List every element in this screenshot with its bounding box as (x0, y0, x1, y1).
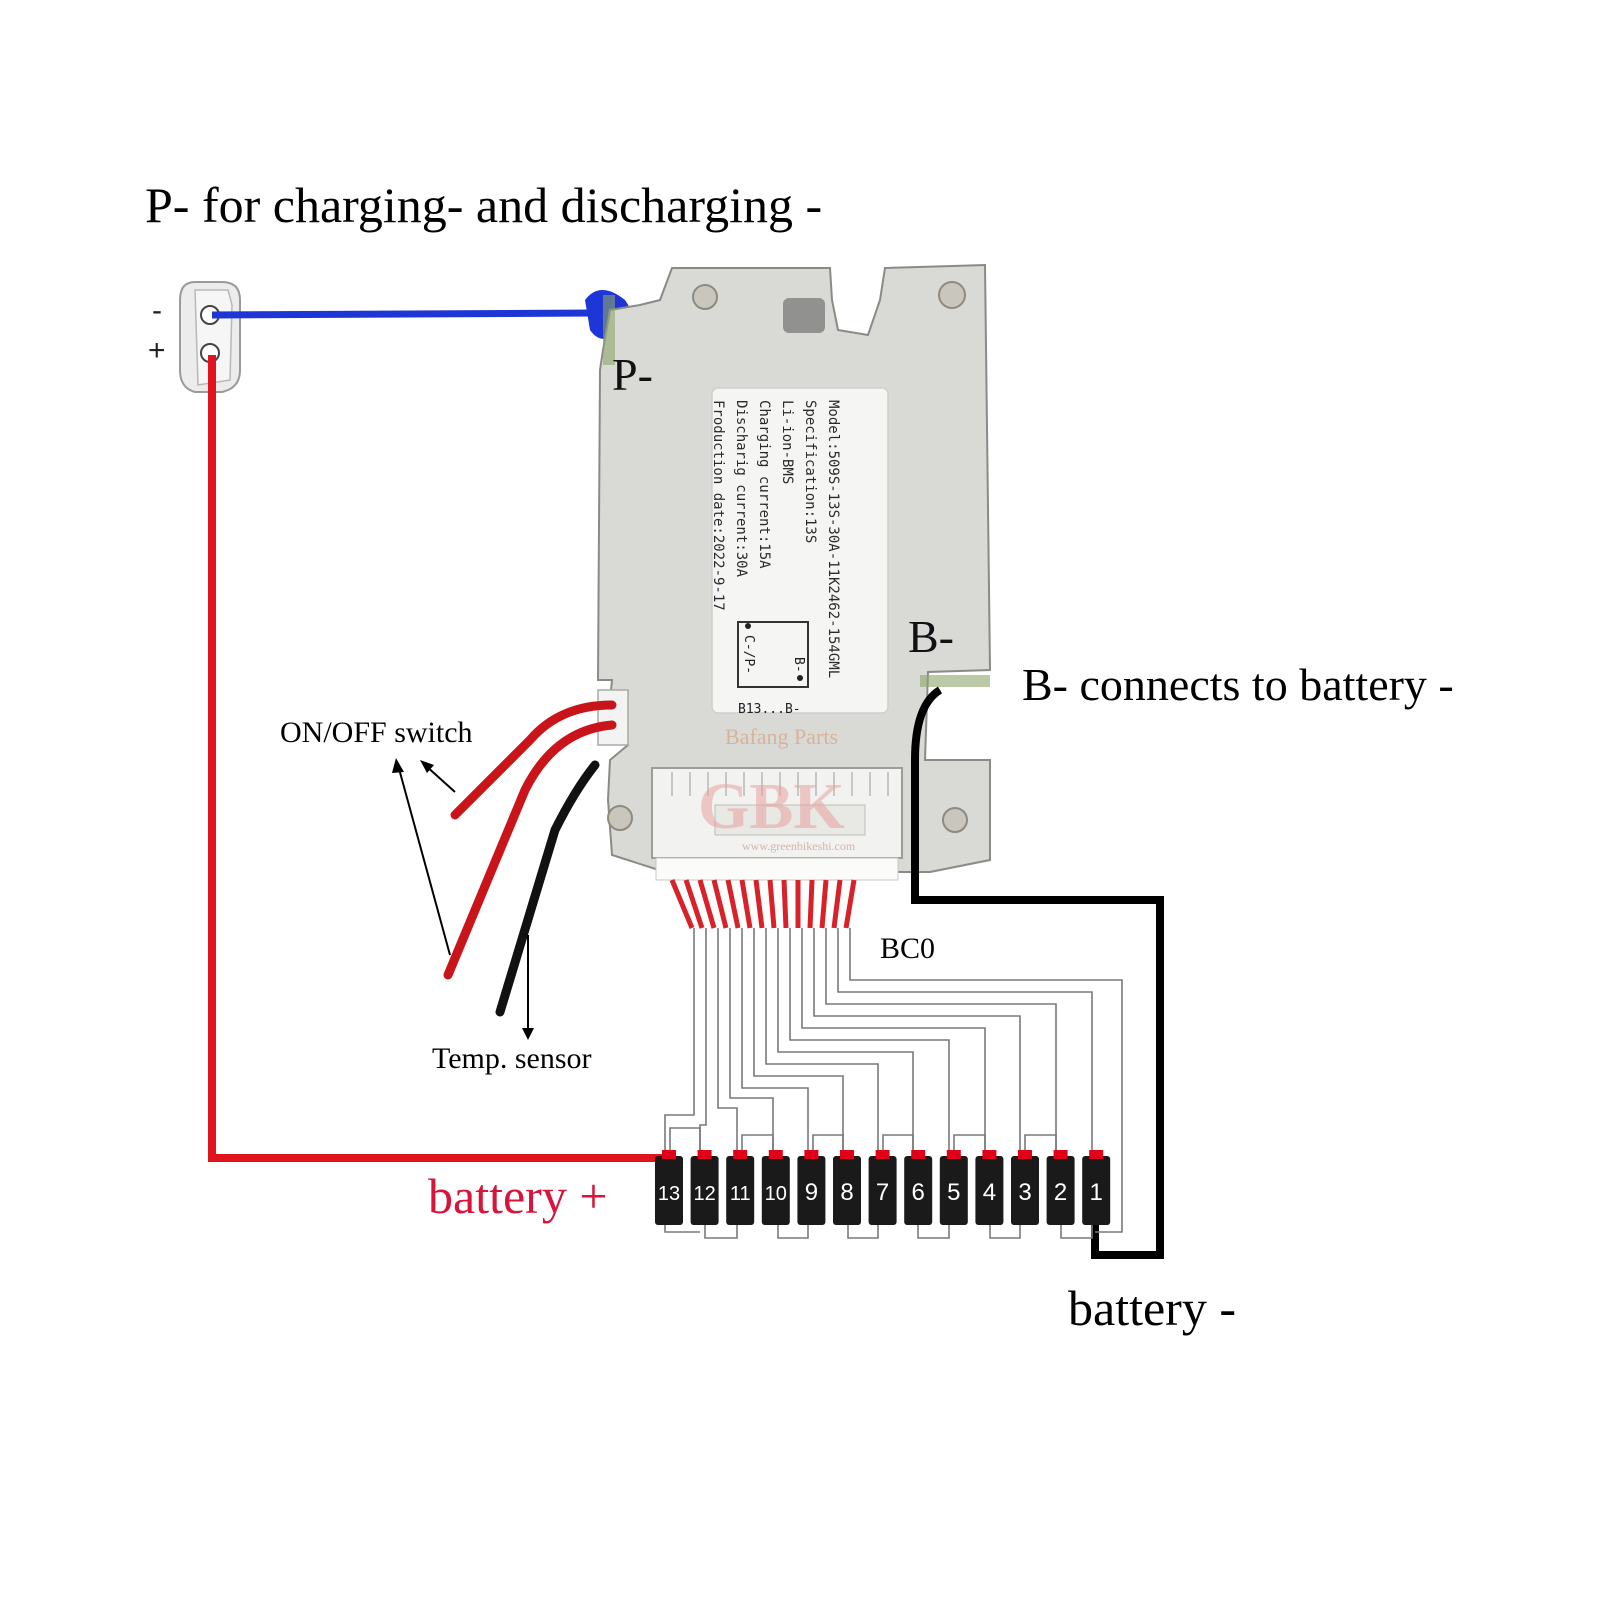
diagram-title: P- for charging- and discharging - (145, 177, 822, 233)
cell-body (975, 1156, 1004, 1225)
cell-body (797, 1156, 826, 1225)
cell-number-label: 9 (805, 1179, 818, 1206)
cell-number-label: 8 (840, 1179, 853, 1206)
battery-cell: 10 (761, 1150, 790, 1225)
sticker-line-2: Specification:13S (802, 400, 818, 543)
cell-body (904, 1156, 933, 1225)
spec-sticker (711, 387, 889, 714)
cell-body (833, 1156, 861, 1225)
cell-body (726, 1156, 755, 1225)
sticker-line-1: Model:509S-13S-30A-11K2462-154GML (825, 400, 841, 678)
output-connector: - + (148, 281, 241, 393)
cell-positive-cap (982, 1150, 997, 1159)
black-b-minus-wire (911, 686, 1164, 1259)
cell-body (939, 1156, 968, 1225)
cell-number-label: 2 (1054, 1179, 1067, 1206)
battery-cell: 3 (1011, 1150, 1039, 1225)
red-battery-plus-wire (208, 355, 665, 1162)
battery-cell: 4 (975, 1150, 1004, 1225)
sticker-line-4: Charging current:15A (756, 400, 772, 569)
cell-number-label: 5 (947, 1179, 960, 1206)
sticker-line-3: Li-ion-BMS (779, 400, 795, 484)
battery-cell: 13 (655, 1150, 683, 1225)
cell-positive-cap (840, 1150, 854, 1159)
cell-positive-cap (1018, 1150, 1032, 1159)
balance-ribbon (669, 879, 857, 929)
cell-number-label: 10 (765, 1183, 787, 1205)
bms-board: Model:509S-13S-30A-11K2462-154GML Specif… (596, 263, 992, 881)
battery-cell: 7 (868, 1150, 897, 1225)
switch-label: ON/OFF switch (280, 716, 473, 749)
battery-cell: 6 (904, 1150, 933, 1225)
cell-positive-cap (1053, 1150, 1068, 1159)
connector-minus-label: - (152, 294, 162, 327)
watermark-url: www.greenbikeshi.com (742, 839, 856, 853)
cell-positive-cap (768, 1150, 783, 1159)
temp-sensor-wire (495, 760, 600, 1017)
sticker-line-5: Discharig current:30A (733, 400, 749, 578)
cell-positive-cap (1089, 1150, 1104, 1159)
cell-number-label: 4 (983, 1179, 996, 1206)
cell-number-label: 7 (876, 1179, 889, 1206)
board-b-minus-label: B- (908, 611, 954, 662)
sticker-pin-box (737, 621, 809, 688)
cell-number-label: 3 (1018, 1179, 1031, 1206)
battery-cell: 8 (833, 1150, 861, 1225)
cell-positive-cap (875, 1150, 890, 1159)
cell-positive-cap (946, 1150, 961, 1159)
battery-cell: 5 (939, 1150, 968, 1225)
watermark-logo: GBK (698, 770, 845, 843)
switch-wire-1 (450, 700, 617, 820)
battery-minus-label: battery - (1068, 1280, 1236, 1336)
battery-cell: 9 (797, 1150, 826, 1225)
cell-positive-cap (662, 1150, 676, 1159)
battery-cell: 1 (1082, 1150, 1111, 1225)
sticker-b13: B13...B- (738, 702, 801, 717)
cell-number-label: 12 (693, 1183, 715, 1205)
battery-plus-label: battery + (428, 1168, 608, 1224)
sticker-c-p: C-/P- (741, 635, 756, 674)
sticker-line-6: Froduction date:2022-9-17 (710, 400, 726, 611)
cell-positive-cap (911, 1150, 926, 1159)
battery-cell: 2 (1046, 1150, 1075, 1225)
cell-body (655, 1156, 683, 1225)
cell-positive-cap (804, 1150, 819, 1159)
cell-positive-cap (697, 1150, 712, 1159)
cell-body (868, 1156, 897, 1225)
battery-cell: 11 (726, 1150, 755, 1225)
cell-body (1082, 1156, 1111, 1225)
balance-leads (664, 928, 1123, 1233)
cell-number-label: 11 (730, 1183, 751, 1205)
switch-arrows (397, 764, 456, 956)
blue-p-minus-wire (211, 309, 596, 319)
board-p-minus-label: P- (612, 349, 653, 400)
bc0-label: BC0 (880, 932, 935, 965)
watermark-company: Bafang Parts (725, 724, 838, 749)
temp-sensor-label: Temp. sensor (432, 1042, 592, 1075)
cell-positive-cap (733, 1150, 748, 1159)
cell-body (690, 1156, 719, 1225)
b-minus-description: B- connects to battery - (1022, 659, 1454, 710)
switch-wire-2 (443, 720, 617, 980)
cell-body (1046, 1156, 1075, 1225)
cell-number-label: 1 (1090, 1179, 1103, 1206)
cell-number-label: 6 (912, 1179, 925, 1206)
series-links (669, 1127, 1093, 1239)
cell-number-label: 13 (658, 1183, 680, 1205)
sticker-b-minus: B- (791, 657, 806, 673)
connector-plus-label: + (148, 334, 166, 367)
cell-body (1011, 1156, 1039, 1225)
battery-cell: 12 (690, 1150, 719, 1225)
cell-body (761, 1156, 790, 1225)
